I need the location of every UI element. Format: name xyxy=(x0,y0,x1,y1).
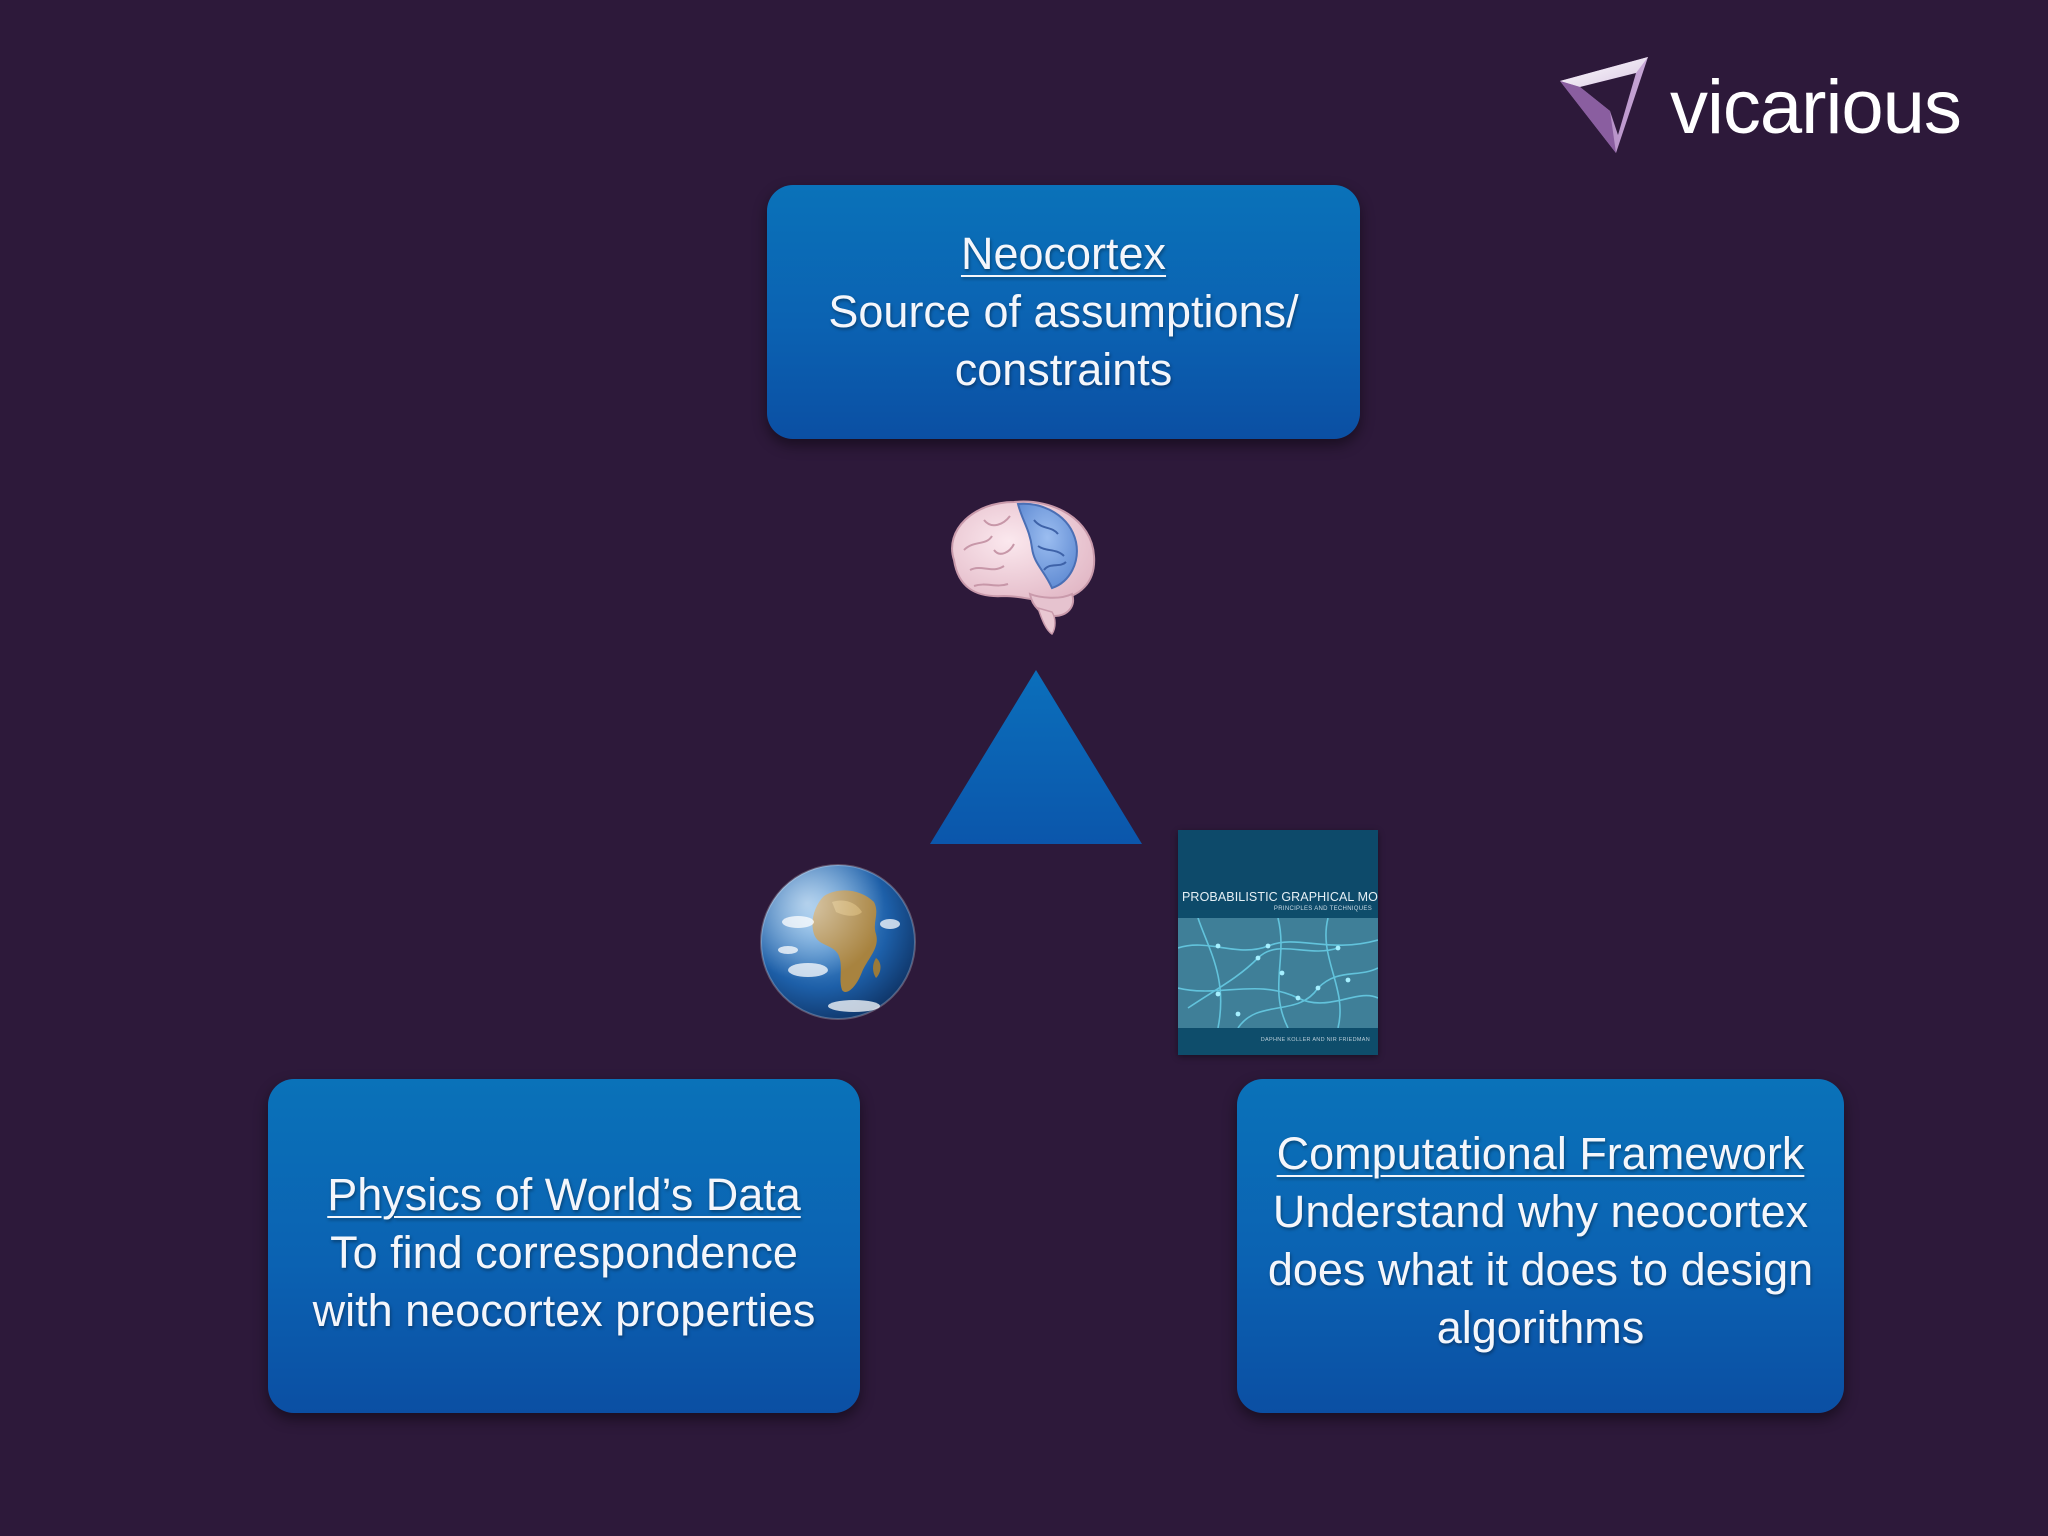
vicarious-logo: vicarious xyxy=(1556,52,1962,162)
logo-text: vicarious xyxy=(1670,64,1962,150)
brain-icon xyxy=(951,500,1096,636)
neocortex-title: Neocortex xyxy=(960,228,1167,279)
book-subtitle: PRINCIPLES AND TECHNIQUES xyxy=(1273,906,1372,912)
neocortex-line-2: constraints xyxy=(954,344,1173,395)
physics-title: Physics of World’s Data xyxy=(327,1169,801,1220)
computational-line-1: Understand why neocortex xyxy=(1272,1186,1809,1237)
triangle-icon xyxy=(930,670,1142,844)
computational-title: Computational Framework xyxy=(1276,1128,1805,1179)
computational-box: Computational Framework Understand why n… xyxy=(1237,1079,1844,1413)
globe-icon xyxy=(760,864,916,1020)
neocortex-box: Neocortex Source of assumptions/ constra… xyxy=(767,185,1360,439)
neocortex-line-1: Source of assumptions/ xyxy=(828,286,1299,337)
vicarious-triangle-logo-icon xyxy=(1560,57,1648,153)
book-cover-icon: PROBABILISTIC GRAPHICAL MODELS PRINCIPLE… xyxy=(1178,830,1378,1055)
computational-line-3: algorithms xyxy=(1436,1302,1645,1353)
physics-line-2: with neocortex properties xyxy=(312,1285,816,1336)
book-title: PROBABILISTIC GRAPHICAL MODELS xyxy=(1182,890,1378,904)
physics-line-1: To find correspondence xyxy=(330,1227,798,1278)
book-authors: DAPHNE KOLLER AND NIR FRIEDMAN xyxy=(1260,1037,1370,1043)
computational-line-2: does what it does to design xyxy=(1267,1244,1814,1295)
physics-box: Physics of World’s Data To find correspo… xyxy=(268,1079,860,1413)
